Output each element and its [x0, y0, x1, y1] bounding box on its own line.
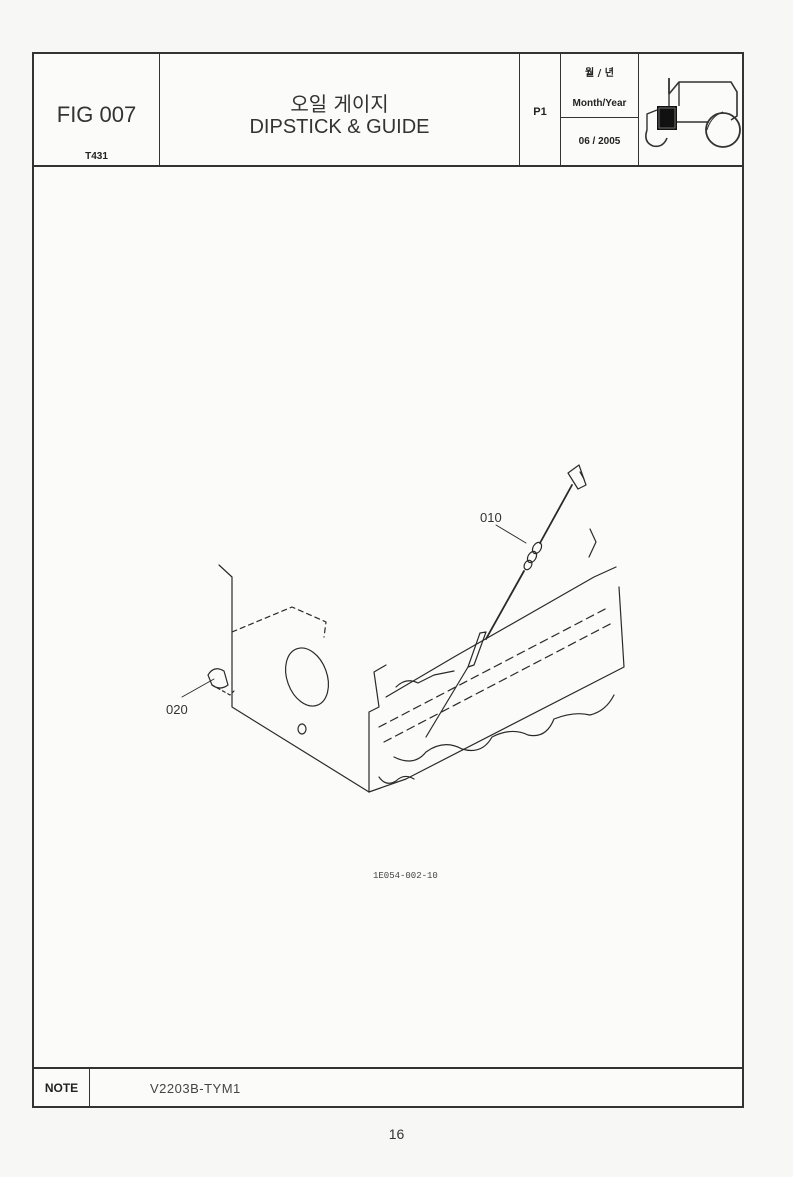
title-english: DIPSTICK & GUIDE — [249, 116, 430, 138]
exploded-view-drawing: 010 020 1E054-002-10 — [166, 464, 625, 881]
dipstick-lower-rod — [425, 666, 469, 738]
block-corner — [588, 528, 597, 558]
leader-020 — [181, 678, 215, 698]
plug-leader-dashed — [211, 684, 235, 696]
dipstick-guide-tube — [485, 570, 525, 640]
page-number: 16 — [388, 1126, 405, 1142]
date-label-english: Month/Year — [572, 98, 627, 109]
note-label: NOTE — [34, 1069, 90, 1108]
parts-sheet: FIG 007 T431 오일 게이지 DIPSTICK & GUIDE P1 … — [32, 52, 744, 1108]
dipstick-handle-ring — [567, 464, 587, 490]
block-left-edge — [218, 564, 370, 793]
figure-code: FIG 007 — [56, 102, 137, 127]
figure-cell: FIG 007 T431 — [34, 54, 160, 165]
page-label-cell: P1 — [520, 54, 561, 165]
head-bottom-edge — [368, 586, 625, 793]
tractor-icon — [645, 78, 741, 148]
head-rail-2 — [383, 621, 615, 743]
icon-cell — [639, 54, 742, 165]
dipstick-collar — [523, 559, 533, 571]
note-value: V2203B-TYM1 — [150, 1081, 241, 1096]
date-cell: 월 / 년 Month/Year 06 / 2005 — [561, 54, 639, 165]
dipstick-seal — [526, 550, 538, 564]
callout-010: 010 — [480, 510, 502, 525]
callout-020: 020 — [166, 702, 188, 717]
head-upper-contour — [395, 670, 455, 688]
plug-part — [207, 668, 229, 689]
date-value: 06 / 2005 — [578, 136, 621, 147]
head-port-contour — [393, 694, 615, 762]
title-korean: 오일 게이지 — [290, 92, 389, 116]
block-bore — [284, 647, 330, 707]
note-row: NOTE V2203B-TYM1 — [34, 1067, 742, 1108]
drawing-code: 1E054-002-10 — [373, 871, 438, 881]
head-top-edge — [385, 566, 617, 698]
title-cell: 오일 게이지 DIPSTICK & GUIDE — [160, 54, 520, 165]
block-bolt-hole — [297, 723, 307, 735]
dipstick-upper-rod — [539, 484, 573, 544]
date-divider — [561, 117, 638, 118]
sheet-header: FIG 007 T431 오일 게이지 DIPSTICK & GUIDE P1 … — [34, 54, 742, 167]
dipstick-cap — [531, 541, 543, 555]
dipstick-guide-sleeve — [467, 631, 487, 668]
date-label-korean: 월 / 년 — [584, 68, 614, 79]
block-top-dashed — [231, 606, 327, 638]
head-lower-contour — [378, 775, 415, 784]
leader-010 — [495, 524, 527, 544]
head-rail-1 — [378, 606, 610, 728]
page-label: P1 — [533, 106, 547, 118]
block-front-edge — [368, 664, 387, 793]
model-code: T431 — [85, 151, 108, 162]
dipstick-handle-inner — [579, 471, 585, 480]
